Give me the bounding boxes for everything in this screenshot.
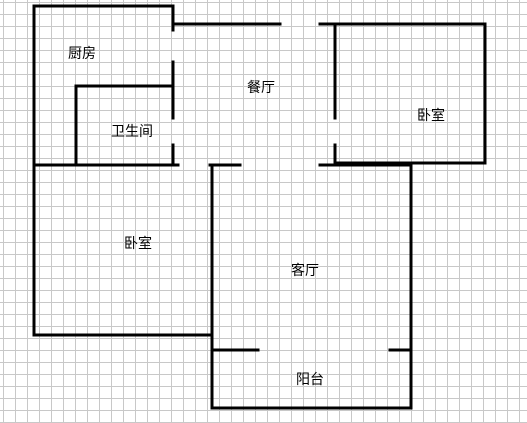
room-label-balcony: 阳台 (296, 372, 324, 388)
room-label-bedroom-east: 卧室 (417, 108, 445, 124)
room-label-kitchen: 厨房 (68, 46, 96, 62)
room-label-bathroom: 卫生间 (111, 124, 153, 140)
room-label-living: 客厅 (291, 263, 319, 279)
room-label-dining: 餐厅 (247, 80, 275, 96)
room-label-bedroom-west: 卧室 (124, 236, 152, 252)
